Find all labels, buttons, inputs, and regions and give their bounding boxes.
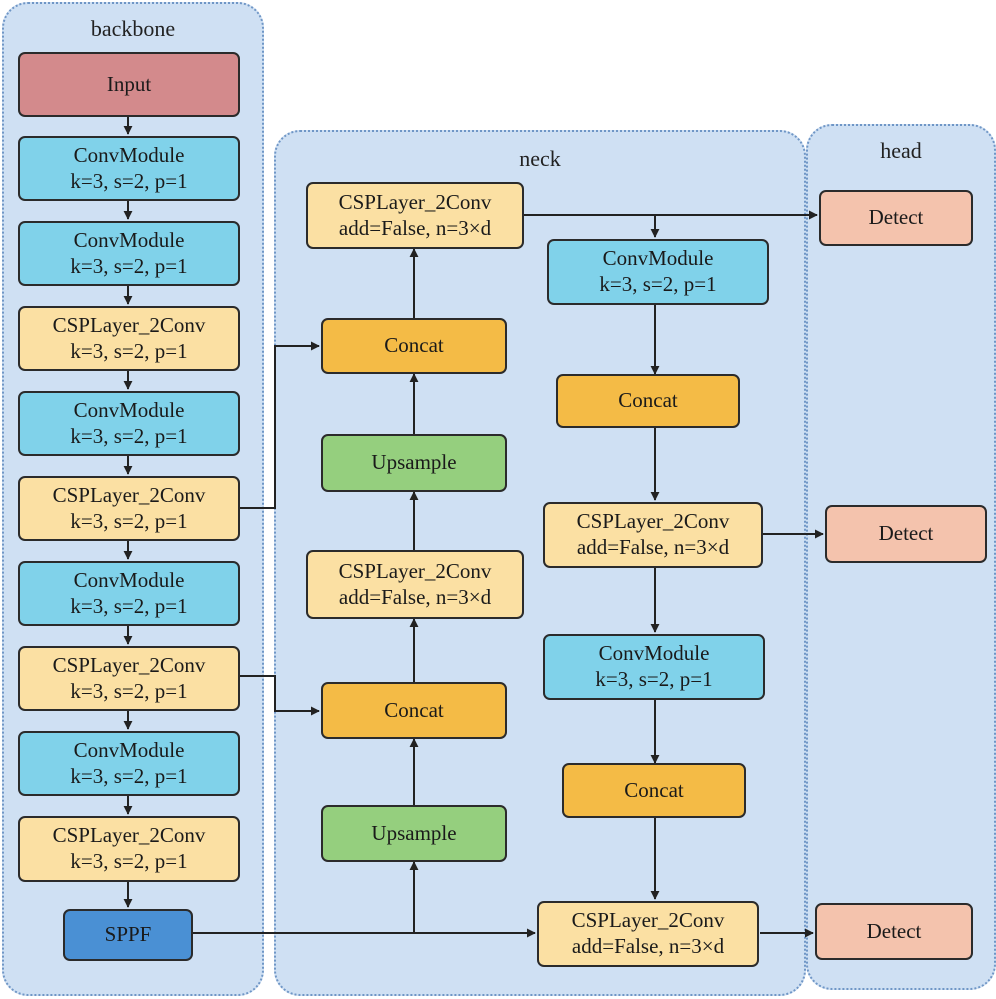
neck-concat-right-2: Concat <box>562 763 746 818</box>
sppf-label: SPPF <box>104 922 152 947</box>
head-title: head <box>880 138 922 163</box>
concat-label: Concat <box>384 697 444 722</box>
node-title: CSPLayer_2Conv <box>338 189 492 214</box>
backbone-conv-module-1: ConvModule k=3, s=2, p=1 <box>18 136 240 201</box>
node-title: CSPLayer_2Conv <box>52 312 206 337</box>
concat-label: Concat <box>384 333 444 358</box>
node-params: k=3, s=2, p=1 <box>70 253 188 278</box>
node-title: ConvModule <box>73 397 185 422</box>
neck-csp-layer-right-2: CSPLayer_2Conv add=False, n=3×d <box>537 901 759 967</box>
arrow-csp2-concat-top <box>239 341 320 509</box>
neck-conv-module-1: ConvModule k=3, s=2, p=1 <box>547 239 769 305</box>
upsample-label: Upsample <box>371 820 457 845</box>
node-title: CSPLayer_2Conv <box>52 652 206 677</box>
node-title: CSPLayer_2Conv <box>338 558 492 583</box>
node-title: CSPLayer_2Conv <box>52 823 206 848</box>
neck-upsample-top: Upsample <box>321 434 507 492</box>
upsample-label: Upsample <box>371 450 457 475</box>
detect-label: Detect <box>878 521 934 546</box>
node-params: k=3, s=2, p=1 <box>70 849 188 873</box>
node-params: add=False, n=3×d <box>338 584 492 609</box>
node-params: add=False, n=3×d <box>576 535 730 559</box>
neck-concat-right-1: Concat <box>556 374 740 428</box>
node-title: ConvModule <box>602 246 714 271</box>
node-params: k=3, s=2, p=1 <box>70 508 188 533</box>
backbone-title: backbone <box>90 16 176 41</box>
concat-label: Concat <box>624 777 684 802</box>
backbone-conv-module-5: ConvModule k=3, s=2, p=1 <box>18 731 240 796</box>
detect-label: Detect <box>866 918 922 943</box>
node-params: k=3, s=2, p=1 <box>70 338 188 363</box>
node-title: ConvModule <box>73 567 185 592</box>
node-title: CSPLayer_2Conv <box>571 908 725 933</box>
sppf-node: SPPF <box>63 909 193 961</box>
neck-csp-layer-right-1: CSPLayer_2Conv add=False, n=3×d <box>543 502 763 568</box>
node-title: ConvModule <box>73 737 185 762</box>
node-params: k=3, s=2, p=1 <box>70 593 188 618</box>
neck-conv-module-2: ConvModule k=3, s=2, p=1 <box>543 634 765 700</box>
node-params: k=3, s=2, p=1 <box>595 667 713 691</box>
concat-label: Concat <box>618 388 678 413</box>
input-label: Input <box>106 71 152 96</box>
arrow-csp3-concat-mid <box>239 675 320 716</box>
backbone-csp-layer-3: CSPLayer_2Conv k=3, s=2, p=1 <box>18 646 240 711</box>
backbone-csp-layer-1: CSPLayer_2Conv k=3, s=2, p=1 <box>18 306 240 371</box>
node-params: add=False, n=3×d <box>571 934 725 958</box>
detect-label: Detect <box>868 205 924 230</box>
head-detect-3: Detect <box>815 903 973 960</box>
node-title: CSPLayer_2Conv <box>52 482 206 507</box>
node-params: k=3, s=2, p=1 <box>70 678 188 703</box>
backbone-conv-module-2: ConvModule k=3, s=2, p=1 <box>18 221 240 286</box>
head-detect-2: Detect <box>825 505 987 563</box>
node-title: ConvModule <box>598 641 710 666</box>
input-node: Input <box>18 52 240 117</box>
backbone-conv-module-3: ConvModule k=3, s=2, p=1 <box>18 391 240 456</box>
node-params: k=3, s=2, p=1 <box>70 168 188 193</box>
node-params: add=False, n=3×d <box>338 215 492 240</box>
node-title: ConvModule <box>73 142 185 167</box>
node-title: CSPLayer_2Conv <box>576 509 730 534</box>
neck-concat-mid: Concat <box>321 682 507 739</box>
backbone-conv-module-4: ConvModule k=3, s=2, p=1 <box>18 561 240 626</box>
neck-title: neck <box>519 146 561 171</box>
node-params: k=3, s=2, p=1 <box>70 423 188 448</box>
neck-upsample-bottom: Upsample <box>321 805 507 862</box>
node-params: k=3, s=2, p=1 <box>599 272 717 296</box>
node-title: ConvModule <box>73 227 185 252</box>
backbone-csp-layer-2: CSPLayer_2Conv k=3, s=2, p=1 <box>18 476 240 541</box>
neck-concat-top: Concat <box>321 318 507 374</box>
node-params: k=3, s=2, p=1 <box>70 763 188 788</box>
neck-csp-layer-mid: CSPLayer_2Conv add=False, n=3×d <box>306 550 524 619</box>
neck-csp-layer-top: CSPLayer_2Conv add=False, n=3×d <box>306 182 524 249</box>
backbone-csp-layer-4: CSPLayer_2Conv k=3, s=2, p=1 <box>18 816 240 882</box>
head-detect-1: Detect <box>819 190 973 246</box>
